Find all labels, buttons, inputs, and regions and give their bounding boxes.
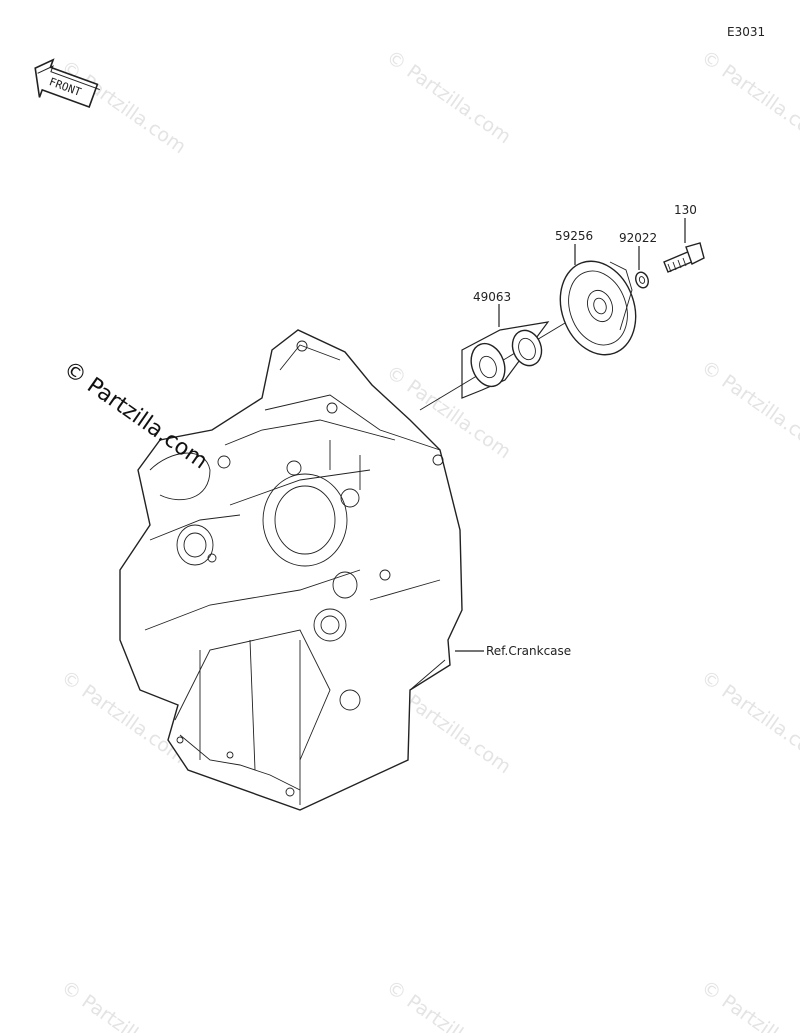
watermark-text: © Partzilla.com bbox=[697, 356, 800, 458]
part-92022-washer bbox=[635, 271, 649, 289]
part-49063-label: 49063 bbox=[473, 290, 511, 304]
watermark-text: © Partzilla.com bbox=[57, 976, 190, 1033]
front-arrow-icon: FRONT bbox=[34, 58, 100, 108]
part-49063-seal-a bbox=[470, 342, 506, 388]
part-92022-label: 92022 bbox=[619, 231, 657, 245]
crankcase-drawing bbox=[119, 329, 463, 811]
watermark-text: © Partzilla.com bbox=[697, 46, 800, 148]
watermark-text: © Partzilla.com bbox=[382, 46, 515, 148]
watermark-bold: © Partzilla.com bbox=[59, 356, 212, 474]
part-49063-seal-b bbox=[511, 329, 543, 367]
watermark-text: © Partzilla.com bbox=[697, 666, 800, 768]
diagram-code: E3031 bbox=[727, 25, 765, 39]
part-130-label: 130 bbox=[674, 203, 697, 217]
watermark-text: © Partzilla.com bbox=[57, 56, 190, 158]
watermark-text: © Partzilla.com bbox=[382, 976, 515, 1033]
part-130-bolt bbox=[663, 242, 705, 273]
watermark-text: © Partzilla.com bbox=[697, 976, 800, 1033]
part-59256-label: 59256 bbox=[555, 229, 593, 243]
part-59256-pulley bbox=[559, 260, 637, 356]
ref-crankcase-label: Ref.Crankcase bbox=[486, 644, 571, 658]
part-49063-bracket bbox=[461, 321, 550, 399]
